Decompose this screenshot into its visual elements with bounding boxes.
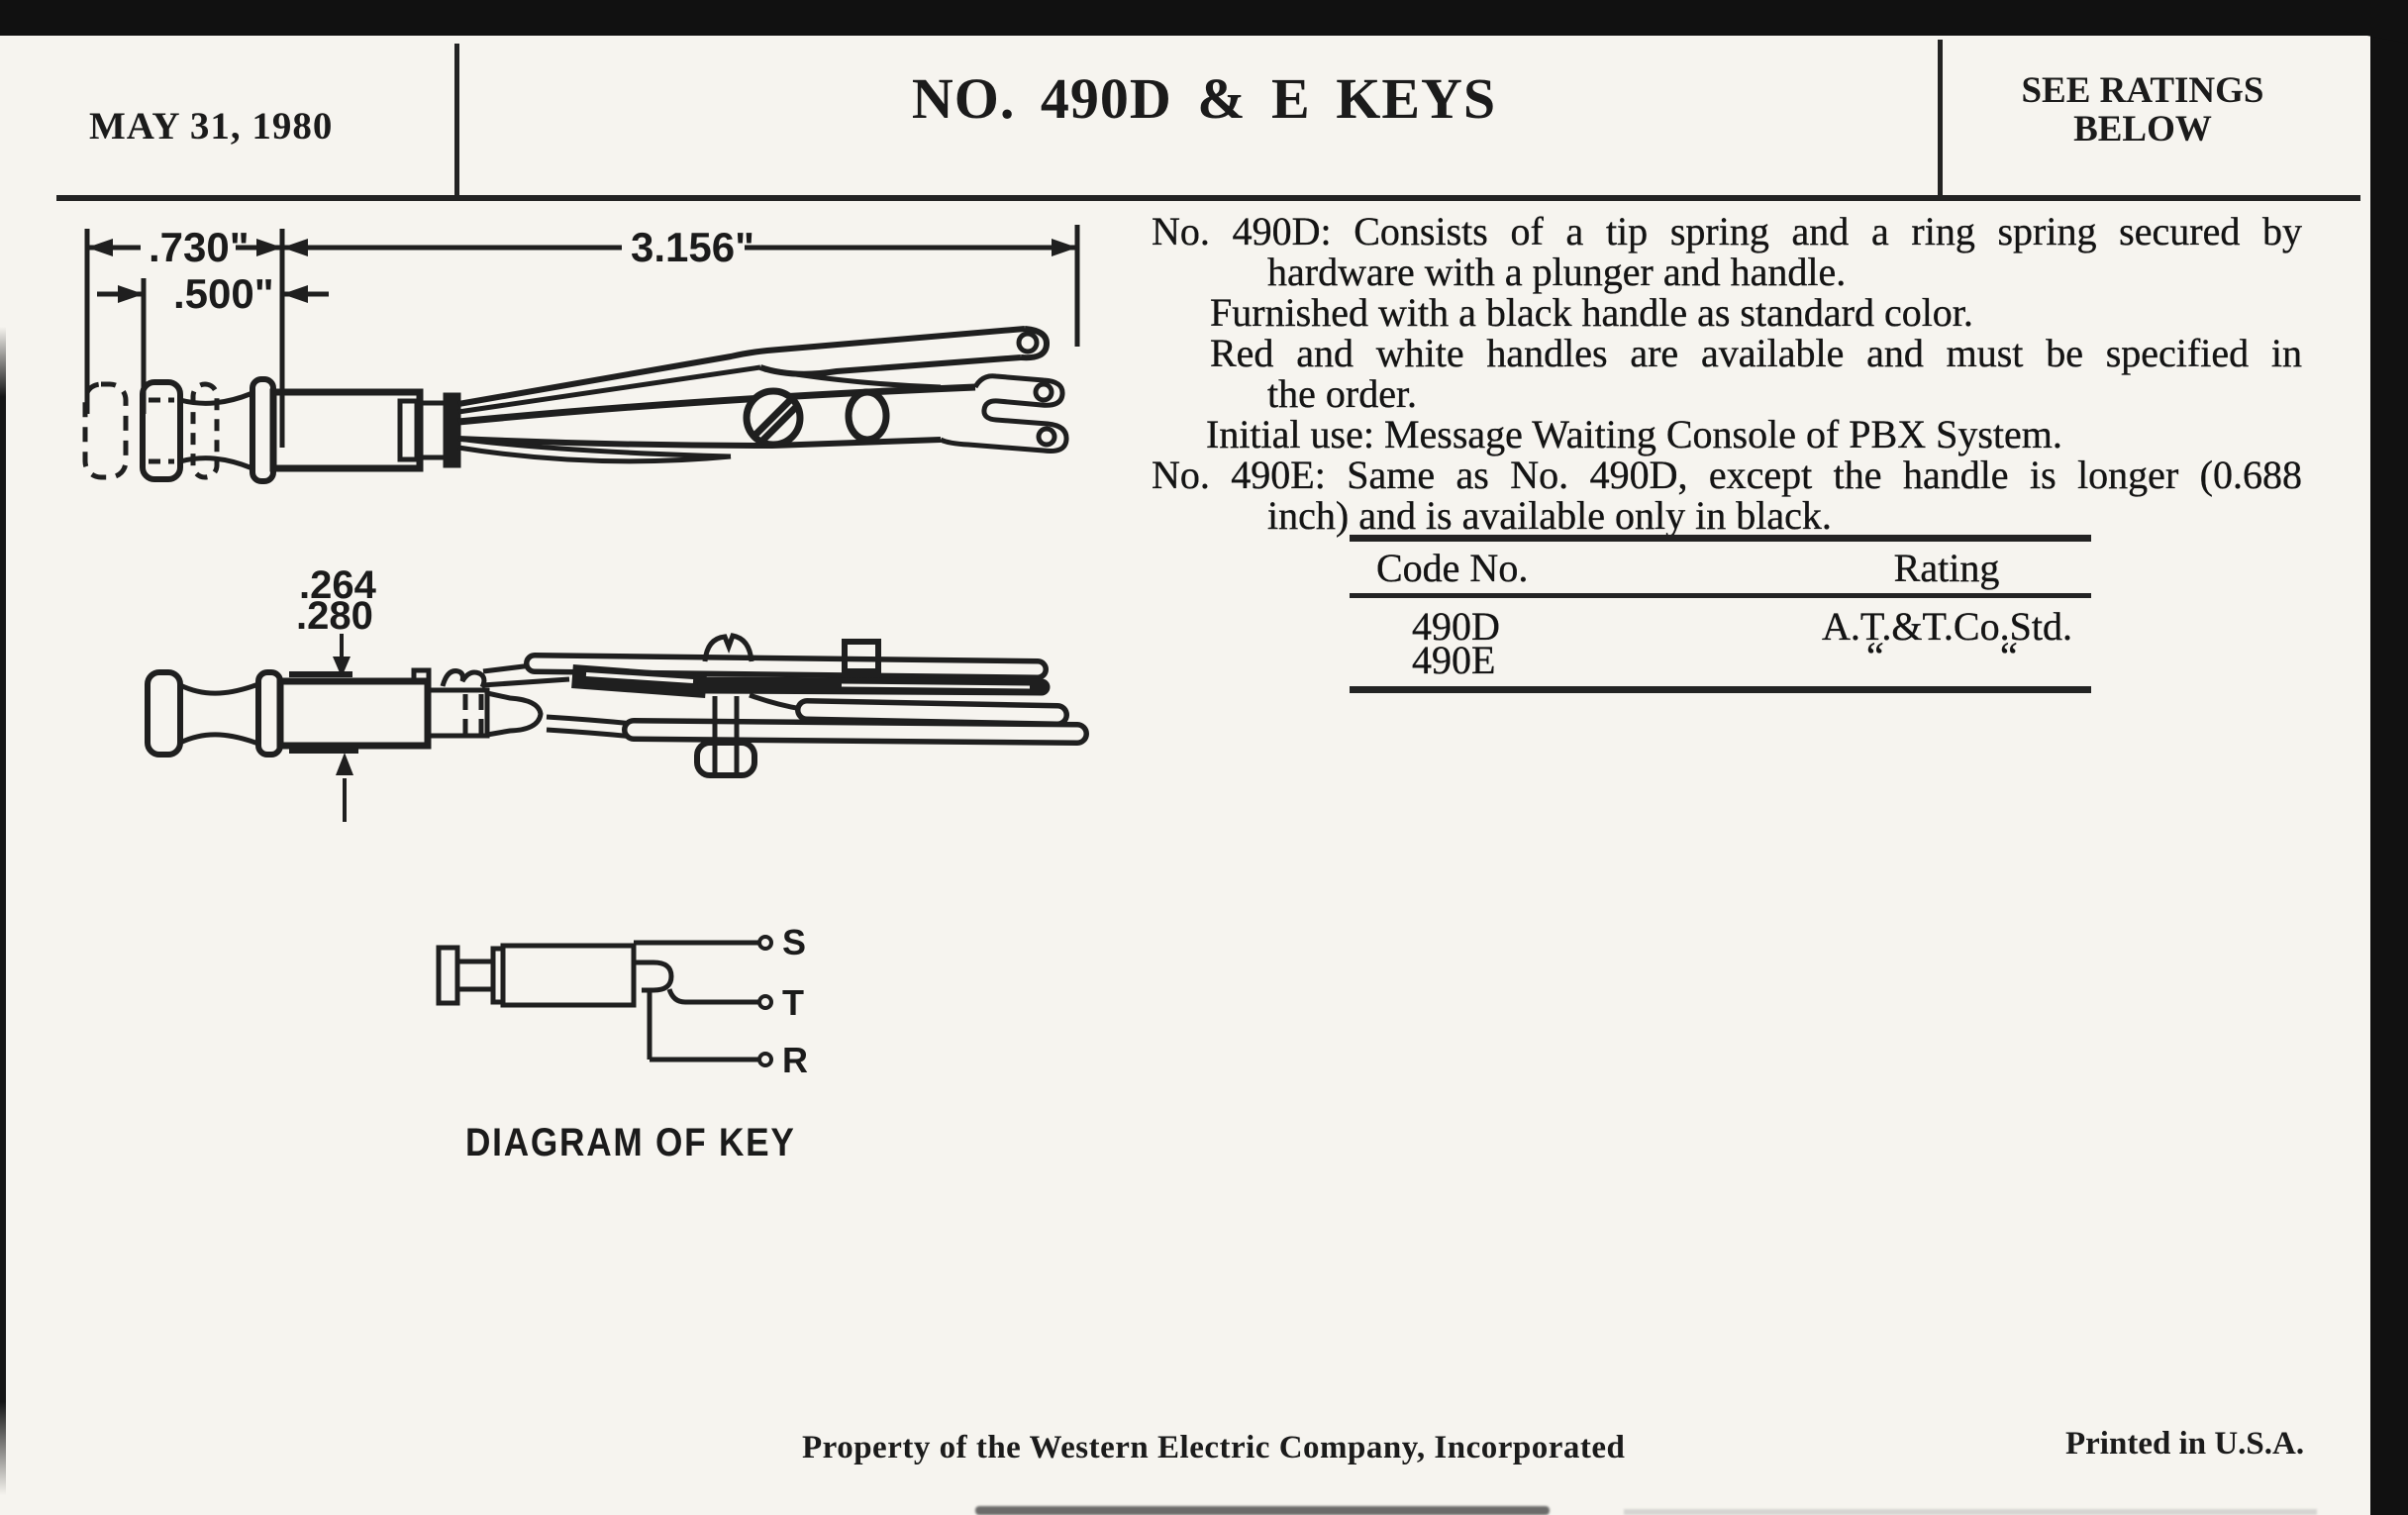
schematic-caption: DIAGRAM OF KEY <box>465 1121 796 1164</box>
header-rule <box>56 195 2360 201</box>
terminal-t: T <box>782 982 804 1023</box>
table-cell-rating-490d: A.T.&T.Co.Std. <box>1822 604 2072 649</box>
table-cell-ditto-right: “ <box>2000 634 2018 678</box>
scan-smudge-bottom2 <box>1624 1509 2317 1515</box>
dim-280: .280 <box>296 594 373 638</box>
footer-property: Property of the Western Electric Company… <box>802 1430 1626 1465</box>
table-rule-bottom <box>1350 686 2091 693</box>
ratings-note-line2: BELOW <box>2073 109 2212 150</box>
desc-line-3: Furnished with a black handle as standar… <box>1210 290 1973 335</box>
table-header-code: Code No. <box>1376 546 1529 590</box>
dim-730: .730" <box>149 224 250 270</box>
doc-date: MAY 31, 1980 <box>89 105 334 148</box>
table-rule-mid <box>1350 593 2091 598</box>
dim-264: .264 <box>299 563 377 607</box>
scan-band-left <box>0 327 6 1495</box>
scan-corner <box>2337 30 2408 44</box>
table-header-rating: Rating <box>1893 546 2000 590</box>
table-cell-ditto-left: “ <box>1866 634 1884 678</box>
desc-line-6: Initial use: Message Waiting Console of … <box>1206 412 2062 456</box>
scan-smudge-bottom1 <box>975 1506 1550 1515</box>
desc-line-4: Red and white handles are available and … <box>1210 331 2302 375</box>
scan-band-right <box>2370 30 2408 1515</box>
ratings-note-line1: SEE RATINGS <box>2021 70 2264 111</box>
desc-line-5: the order. <box>1267 371 1418 416</box>
header-divider-left <box>454 44 459 195</box>
terminal-r: R <box>782 1040 808 1080</box>
dim-500: .500" <box>173 270 274 317</box>
table-rule-top <box>1350 535 2091 542</box>
desc-line-8: inch) and is available only in black. <box>1267 493 1832 538</box>
terminal-s: S <box>782 922 806 962</box>
desc-line-7: No. 490E: Same as No. 490D, except the h… <box>1152 453 2302 497</box>
doc-title: NO. 490D & E KEYS <box>911 66 1497 131</box>
ratings-note: SEE RATINGS BELOW <box>2008 71 2277 149</box>
dim-3156: 3.156" <box>631 224 754 270</box>
header-divider-right <box>1938 40 1943 195</box>
table-cell-code-490e: 490E <box>1412 638 1496 682</box>
scan-band-top <box>0 0 2408 36</box>
desc-line-1: No. 490D: Consists of a tip spring and a… <box>1152 209 2302 253</box>
table-cell-code-490d: 490D <box>1412 604 1500 649</box>
desc-line-2: hardware with a plunger and handle. <box>1267 250 1847 294</box>
footer-printed: Printed in U.S.A. <box>2065 1426 2305 1462</box>
